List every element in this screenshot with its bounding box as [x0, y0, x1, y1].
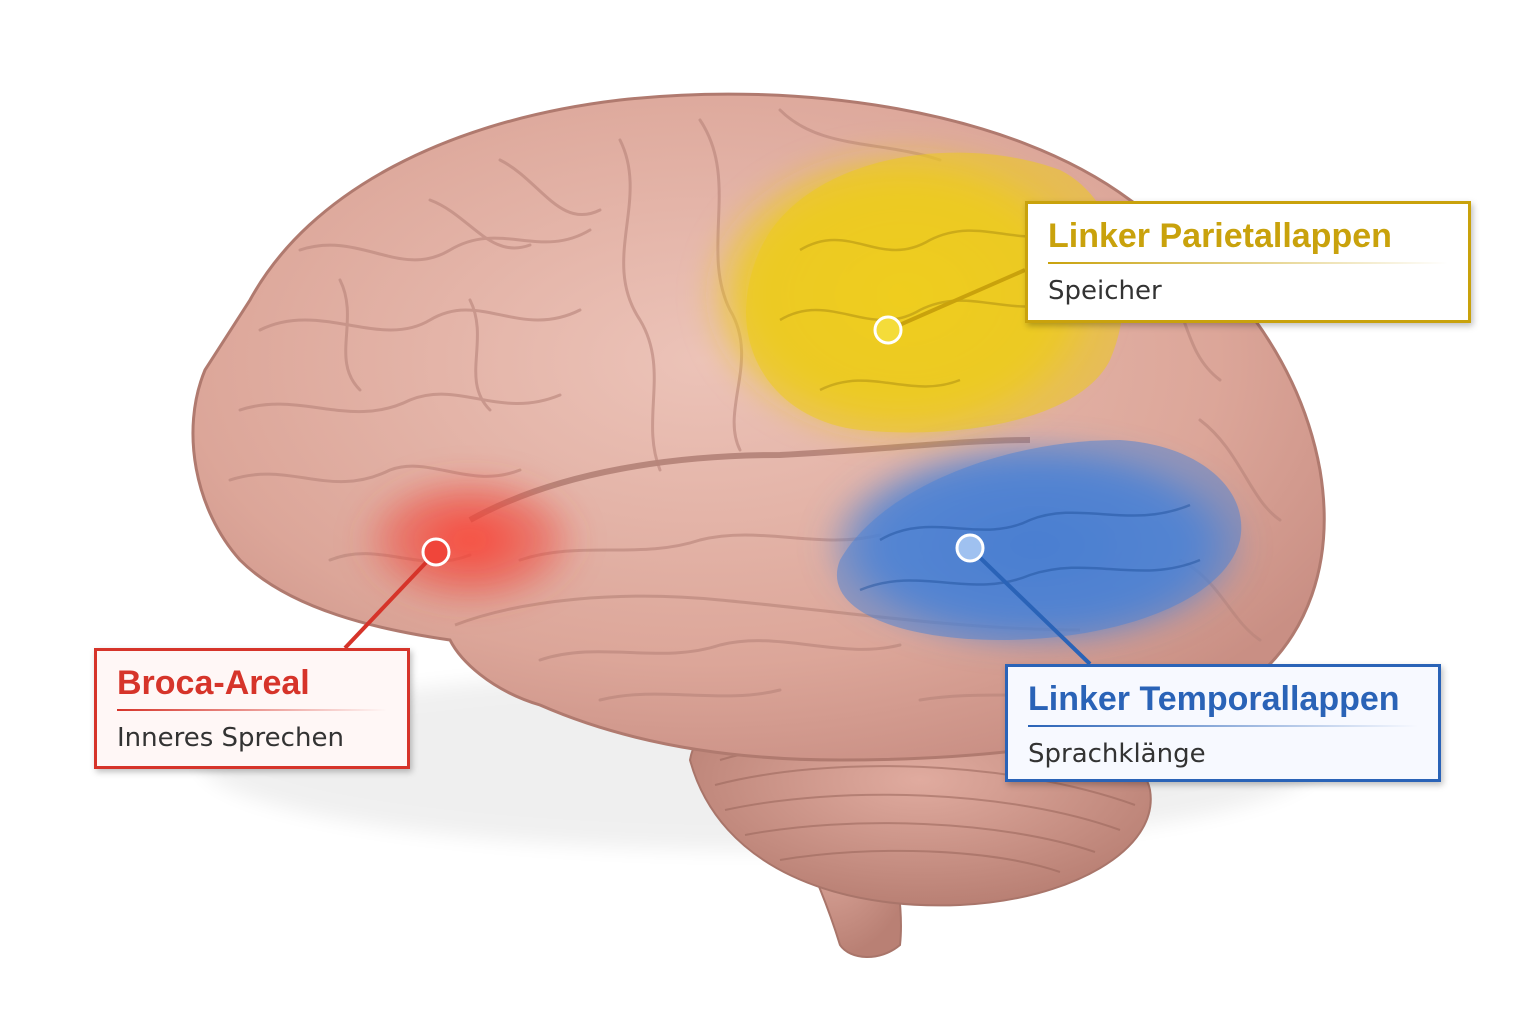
temporal-folds	[859, 503, 1201, 592]
parietal-marker-dot	[873, 315, 903, 345]
temporal-subtitle: Sprachklänge	[1028, 739, 1206, 769]
broca-divider	[117, 709, 387, 711]
parietal-subtitle: Speicher	[1048, 276, 1162, 306]
temporal-title: Linker Temporallappen	[1028, 680, 1400, 718]
parietal-folds	[779, 228, 1061, 392]
broca-region	[355, 470, 585, 610]
temporal-label: Linker Temporallappen Sprachklänge	[1005, 664, 1441, 782]
cerebellum-folds	[714, 738, 1136, 873]
parietal-title: Linker Parietallappen	[1048, 217, 1392, 255]
broca-label: Broca-Areal Inneres Sprechen	[94, 648, 410, 769]
parietal-divider	[1048, 262, 1448, 264]
broca-title: Broca-Areal	[117, 664, 310, 702]
parietal-leader-line	[887, 268, 1026, 332]
temporal-leader-line	[968, 546, 1092, 666]
temporal-fill	[836, 440, 1242, 640]
temporal-divider	[1028, 725, 1418, 727]
broca-leader-line	[343, 550, 438, 650]
broca-marker-dot	[421, 537, 451, 567]
parietal-label: Linker Parietallappen Speicher	[1025, 201, 1471, 323]
temporal-marker-dot	[955, 533, 985, 563]
broca-subtitle: Inneres Sprechen	[117, 723, 344, 753]
sylvian-fissure	[468, 437, 1031, 523]
